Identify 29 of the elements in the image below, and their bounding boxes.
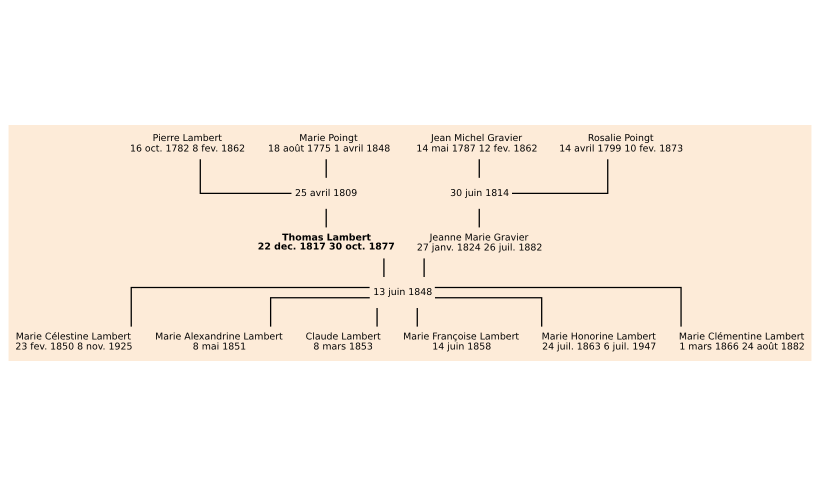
node-text: 25 avril 1809 bbox=[294, 187, 358, 198]
connector bbox=[326, 208, 327, 227]
node-text: Marie Alexandrine Lambert 8 mai 1851 bbox=[155, 330, 283, 352]
connector bbox=[478, 208, 480, 227]
node-text: Marie Françoise Lambert 14 juin 1858 bbox=[403, 330, 520, 352]
node-text: 30 juin 1814 bbox=[450, 187, 510, 198]
connector bbox=[512, 158, 608, 194]
node-text: Claude Lambert 8 mars 1853 bbox=[306, 330, 381, 352]
connector bbox=[478, 158, 480, 178]
connector bbox=[270, 296, 370, 326]
node-text: Thomas Lambert 22 dec. 1817 30 oct. 1877 bbox=[258, 232, 395, 252]
connector bbox=[423, 258, 425, 277]
connector bbox=[434, 286, 682, 326]
connector bbox=[376, 308, 378, 326]
node-text: Pierre Lambert 16 oct. 1782 8 fev. 1862 bbox=[130, 132, 246, 154]
connector bbox=[383, 258, 385, 277]
node-text: Marie Honorine Lambert 24 juil. 1863 6 juil. 1947 bbox=[542, 330, 656, 352]
node-text: 13 juin 1848 bbox=[373, 286, 432, 298]
node-text: Marie Célestine Lambert 23 fev. 1850 8 nov. 1925 bbox=[15, 330, 132, 352]
node-text: Marie Poingt 18 août 1775 1 avril 1848 bbox=[268, 132, 390, 154]
connector bbox=[200, 158, 292, 194]
node-text: Marie Clémentine Lambert 1 mars 1866 24 août 1882 bbox=[678, 330, 805, 352]
connector bbox=[434, 296, 542, 326]
connector bbox=[416, 308, 418, 326]
node-text: Jeanne Marie Gravier 27 janv. 1824 26 juil. 1882 bbox=[416, 232, 542, 254]
connector bbox=[326, 158, 327, 178]
connector bbox=[130, 286, 370, 326]
node-text: Jean Michel Gravier 14 mai 1787 12 fev. 1862 bbox=[416, 132, 538, 154]
node-text: Rosalie Poingt 14 avril 1799 10 fev. 1873 bbox=[559, 132, 684, 154]
